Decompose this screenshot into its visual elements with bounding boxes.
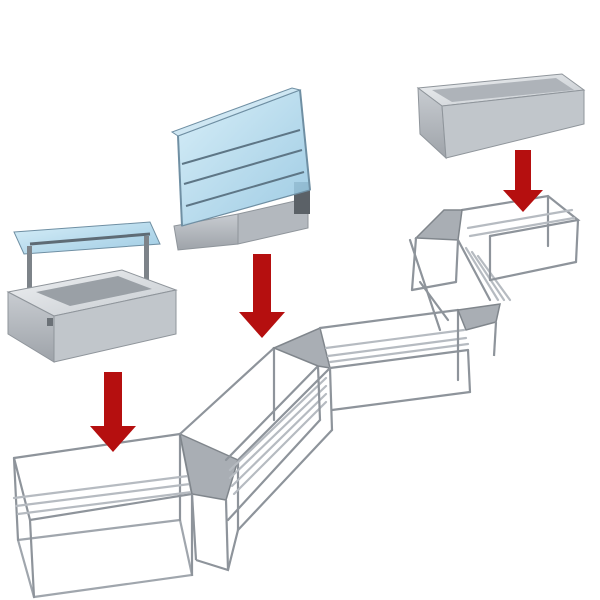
frame-section-left: [12, 432, 194, 599]
arrow-to-left-section: [90, 372, 136, 452]
corner-section-2: [272, 326, 332, 369]
corner-section-1: [178, 432, 240, 572]
bain-marie-icon: [6, 221, 178, 363]
arrow-to-upper-section: [503, 150, 543, 212]
corner-section-3: [456, 303, 501, 357]
frame-section-right: [318, 238, 512, 412]
frame-section-middle: [178, 346, 334, 532]
display-case-icon: [170, 87, 311, 251]
drop-in-icon: [416, 73, 586, 160]
frame-section-upper: [410, 194, 581, 292]
arrow-to-middle-section: [239, 254, 285, 338]
